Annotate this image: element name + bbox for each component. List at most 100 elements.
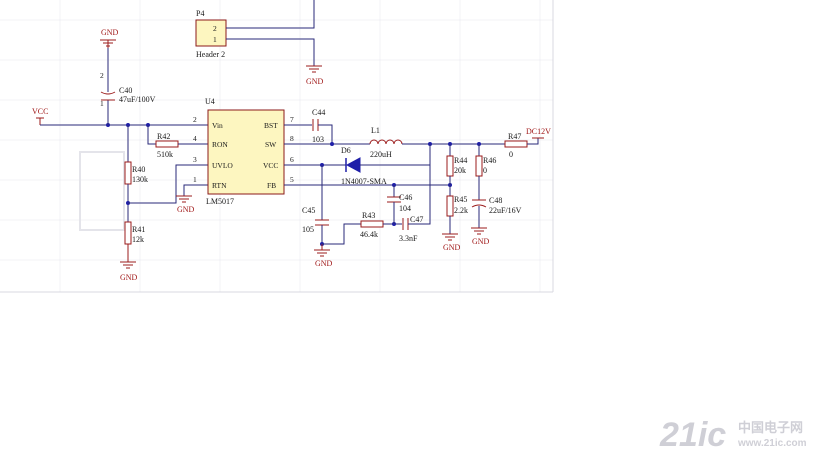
u4-part: LM5017 [206, 197, 234, 206]
selection-frame[interactable] [79, 151, 125, 231]
r43-value: 46.4k [360, 230, 378, 239]
r41-ref: R41 [132, 225, 145, 234]
pin-vcc-label: VCC [263, 161, 278, 170]
c48-value: 22uF/16V [489, 206, 522, 215]
r47-ref: R47 [508, 132, 521, 141]
gnd-symbol[interactable]: GND [306, 65, 324, 86]
r42-ref: R42 [157, 132, 170, 141]
gnd-label: GND [120, 273, 138, 282]
pin-num-uvlo: 3 [193, 155, 197, 164]
resistor-r41[interactable]: R41 12k [124, 221, 145, 245]
pin-uvlo-label: UVLO [212, 161, 233, 170]
header-p4[interactable]: P4 2 1 Header 2 [195, 9, 227, 59]
wire [318, 124, 333, 144]
pin-num-sw: 8 [290, 134, 294, 143]
c44-ref: C44 [312, 108, 325, 117]
d6-ref: D6 [341, 146, 351, 155]
r45-ref: R45 [454, 195, 467, 204]
c40-pin2: 2 [100, 71, 104, 80]
rtn-wire [183, 184, 208, 196]
diode-d6[interactable]: D6 1N4007-SMA [341, 146, 387, 186]
pin-num-vin: 2 [193, 115, 197, 124]
pin-sw-label: SW [265, 140, 277, 149]
c46-ref: C46 [399, 193, 412, 202]
c40-ref: C40 [119, 86, 132, 95]
gnd-label: GND [177, 205, 195, 214]
pin-num-ron: 4 [193, 134, 197, 143]
pin-num-bst: 7 [290, 115, 294, 124]
gnd-label: GND [443, 243, 461, 252]
uvlo-wire [128, 164, 208, 204]
r40-ref: R40 [132, 165, 145, 174]
r44-ref: R44 [454, 156, 467, 165]
watermark-url: www.21ic.com [737, 438, 807, 449]
r42-value: 510k [157, 150, 173, 159]
dc12v-port[interactable]: DC12V [526, 127, 551, 139]
vcc-port[interactable]: VCC [32, 107, 48, 125]
u4-designator: U4 [205, 97, 215, 106]
pin-fb-label: FB [267, 181, 276, 190]
c44-value: 103 [312, 135, 324, 144]
c47-ref: C47 [410, 215, 423, 224]
pin-bst-label: BST [264, 121, 278, 130]
wire [322, 223, 361, 245]
watermark-site: 中国电子网 [738, 420, 803, 435]
c45-ref: C45 [302, 206, 315, 215]
c40-pin1: 1 [100, 99, 104, 108]
r46-value: 0 [483, 166, 487, 175]
r40-value: 130k [132, 175, 148, 184]
gnd-label: GND [306, 77, 324, 86]
r41-value: 12k [132, 235, 144, 244]
l1-value: 220uH [370, 150, 392, 159]
p4-pin1: 1 [213, 35, 217, 44]
watermark-21ic: 21ic 中国电子网 www.21ic.com [659, 416, 807, 454]
p4-pin2: 2 [213, 24, 217, 33]
pin-num-rtn: 1 [193, 175, 197, 184]
p4-pin2-wire [226, 0, 315, 29]
pin-vin-label: Vin [212, 121, 223, 130]
watermark-logo: 21ic [659, 416, 726, 454]
c40-value: 47uF/100V [119, 95, 156, 104]
r44-value: 20k [454, 166, 466, 175]
junction [330, 142, 334, 146]
d6-value: 1N4007-SMA [341, 177, 387, 186]
gnd-symbol[interactable]: GND [314, 244, 333, 268]
l1-ref: L1 [371, 126, 380, 135]
resistor-r42[interactable]: R42 510k [147, 125, 208, 159]
r46-ref: R46 [483, 156, 496, 165]
c48-ref: C48 [489, 196, 502, 205]
capacitor-c40[interactable]: 1 2 C40 47uF/100V [100, 48, 156, 125]
inductor-l1[interactable]: L1 220uH [369, 126, 403, 159]
gnd-symbol[interactable]: GND [176, 195, 195, 214]
gnd-symbol[interactable]: GND [442, 233, 461, 252]
vcc-label: VCC [32, 107, 48, 116]
r45-value: 2.2k [454, 206, 468, 215]
pin-num-vcc: 6 [290, 155, 294, 164]
gnd-symbol[interactable]: GND [100, 28, 119, 48]
p4-pin1-wire [226, 38, 315, 66]
wire [408, 165, 431, 225]
p4-name: Header 2 [196, 50, 225, 59]
r43-ref: R43 [362, 211, 375, 220]
c46-value: 104 [399, 204, 411, 213]
pin-rtn-label: RTN [212, 181, 227, 190]
gnd-label: GND [101, 28, 119, 37]
c47-value: 3.3nF [399, 234, 418, 243]
p4-designator: P4 [196, 9, 204, 18]
capacitor-c48[interactable]: C48 22uF/16V [471, 196, 522, 215]
pin-ron-label: RON [212, 140, 228, 149]
r47-value: 0 [509, 150, 513, 159]
gnd-label: GND [472, 237, 490, 246]
resistor-r44[interactable]: R44 20k [446, 155, 467, 177]
gnd-label: GND [315, 259, 333, 268]
chip-u4[interactable]: U4 Vin RON UVLO RTN BST SW VCC FB 2 4 3 … [193, 97, 294, 206]
resistor-r45[interactable]: R45 2.2k [446, 195, 468, 217]
wire [527, 138, 539, 145]
c45-value: 105 [302, 225, 314, 234]
pin-num-fb: 5 [290, 175, 294, 184]
resistor-r40[interactable]: R40 130k [124, 161, 148, 185]
gnd-symbol[interactable]: GND [120, 244, 138, 282]
dc12v-label: DC12V [526, 127, 551, 136]
gnd-symbol[interactable]: GND [471, 227, 490, 246]
